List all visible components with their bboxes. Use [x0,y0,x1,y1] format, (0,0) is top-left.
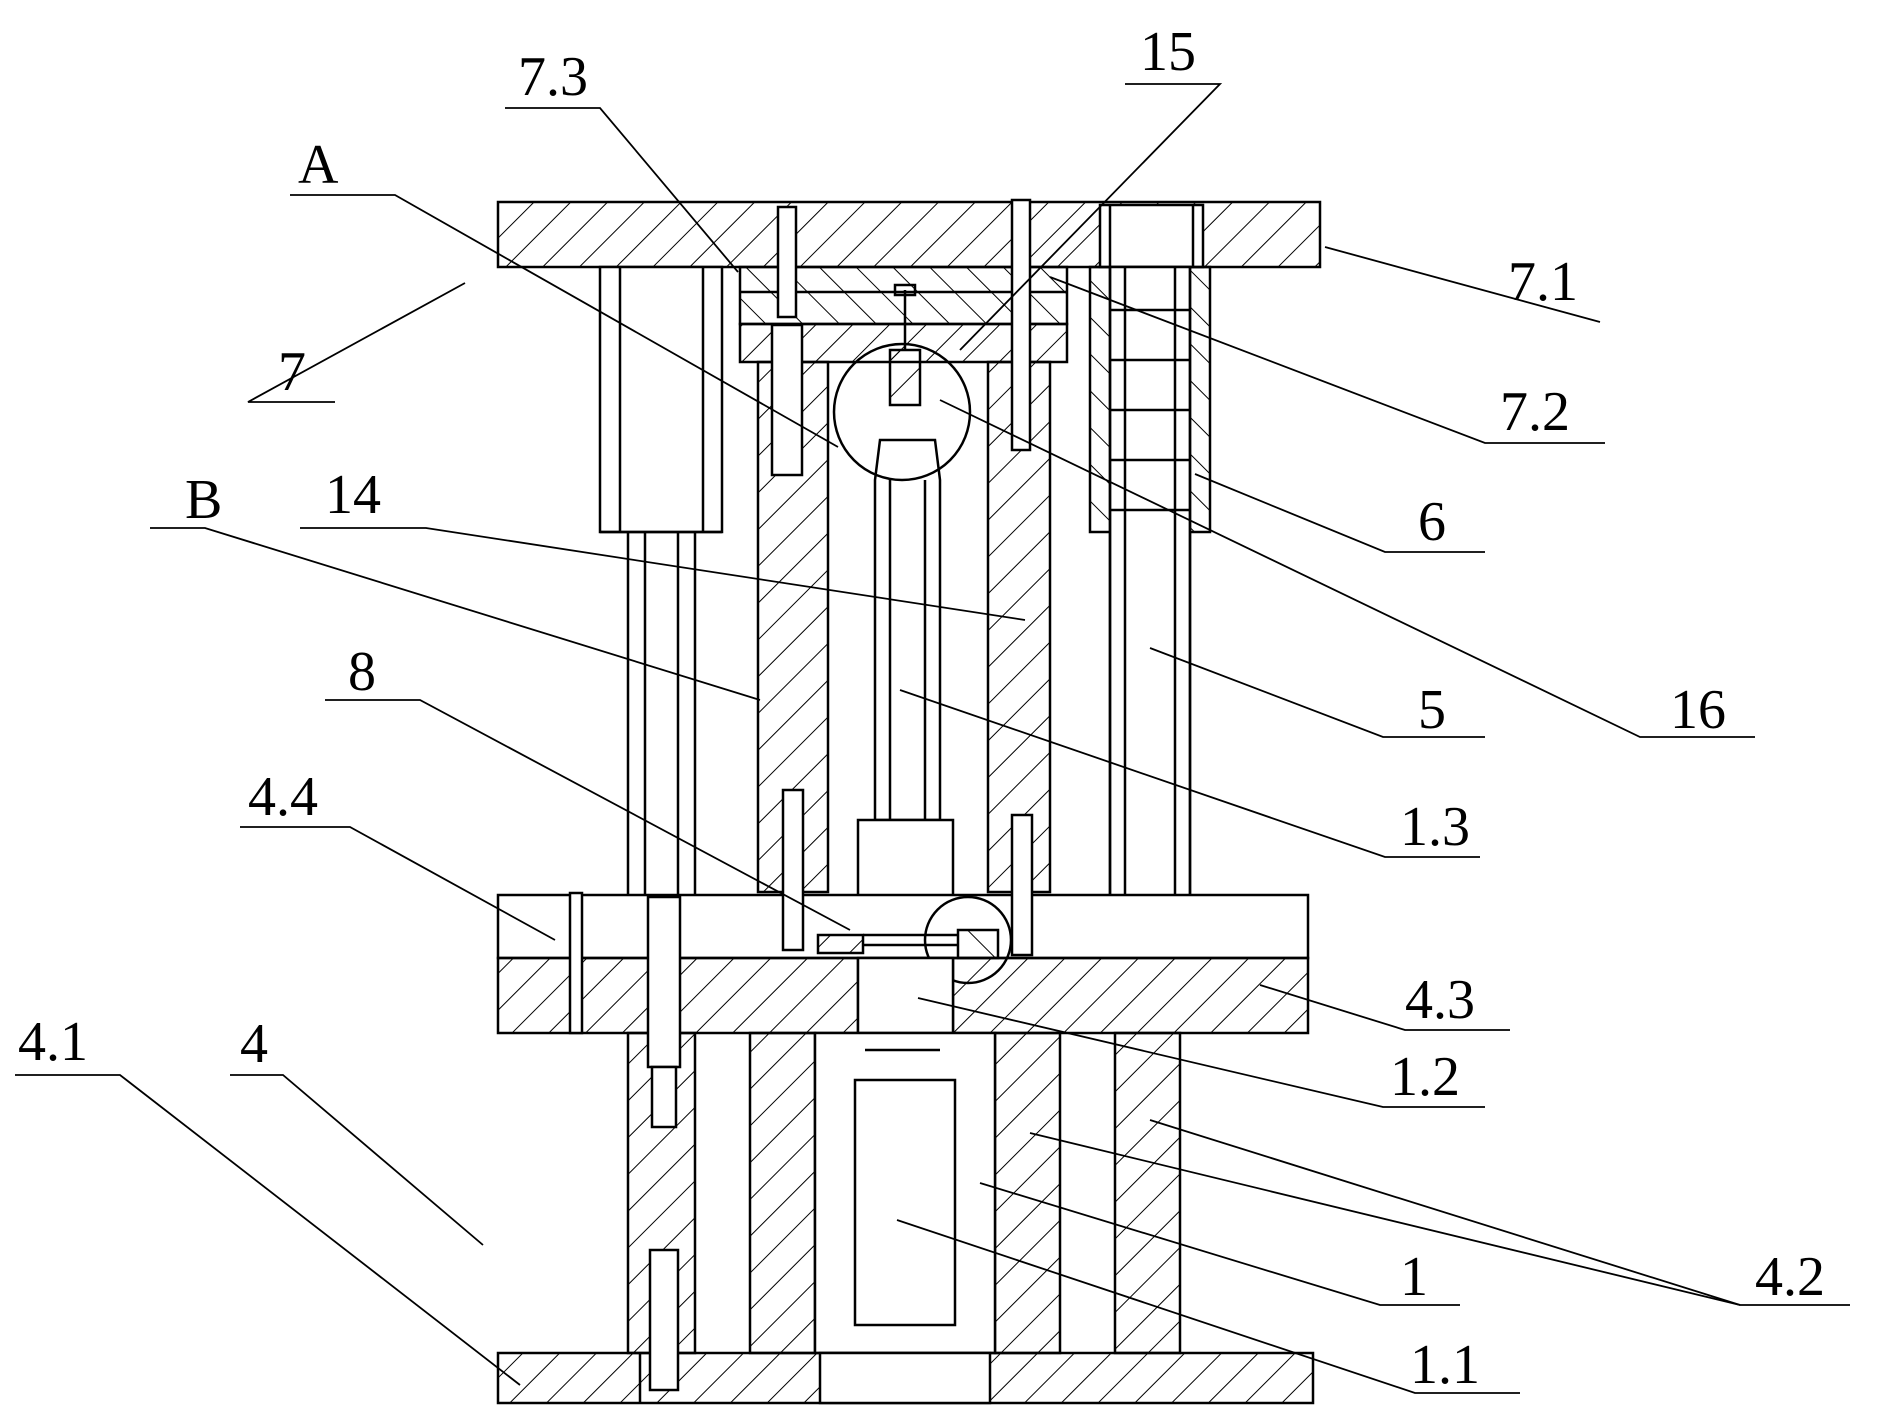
label-14: 14 [325,464,381,526]
punch [875,285,940,820]
label-7: 7 [278,341,306,403]
label-4-3: 4.3 [1405,969,1475,1031]
label-1: 1 [1400,1246,1428,1308]
right-guide-post [1090,267,1210,957]
label-16: 16 [1670,679,1726,741]
label-7-2: 7.2 [1500,381,1570,443]
label-15: 15 [1140,21,1196,83]
label-4: 4 [240,1013,268,1075]
top-plate [498,202,1320,267]
left-upper-housing [600,267,722,532]
label-4-4: 4.4 [248,766,318,828]
label-1-3: 1.3 [1400,796,1470,858]
bottom-plate [498,1353,1313,1403]
label-4-2: 4.2 [1755,1246,1825,1308]
plate-4-4 [498,895,1308,958]
label-8: 8 [348,641,376,703]
label-1-1: 1.1 [1410,1334,1480,1396]
label-7-3: 7.3 [518,46,588,108]
label-5: 5 [1418,679,1446,741]
label-4-1: 4.1 [18,1011,88,1073]
label-b: B [185,469,222,531]
lower-supports [628,1033,1180,1353]
label-7-1: 7.1 [1508,251,1578,313]
plate-4-3 [498,958,1308,1033]
label-1-2: 1.2 [1390,1046,1460,1108]
label-a: A [298,134,339,196]
left-guide-post [628,532,695,895]
label-6: 6 [1418,491,1446,553]
